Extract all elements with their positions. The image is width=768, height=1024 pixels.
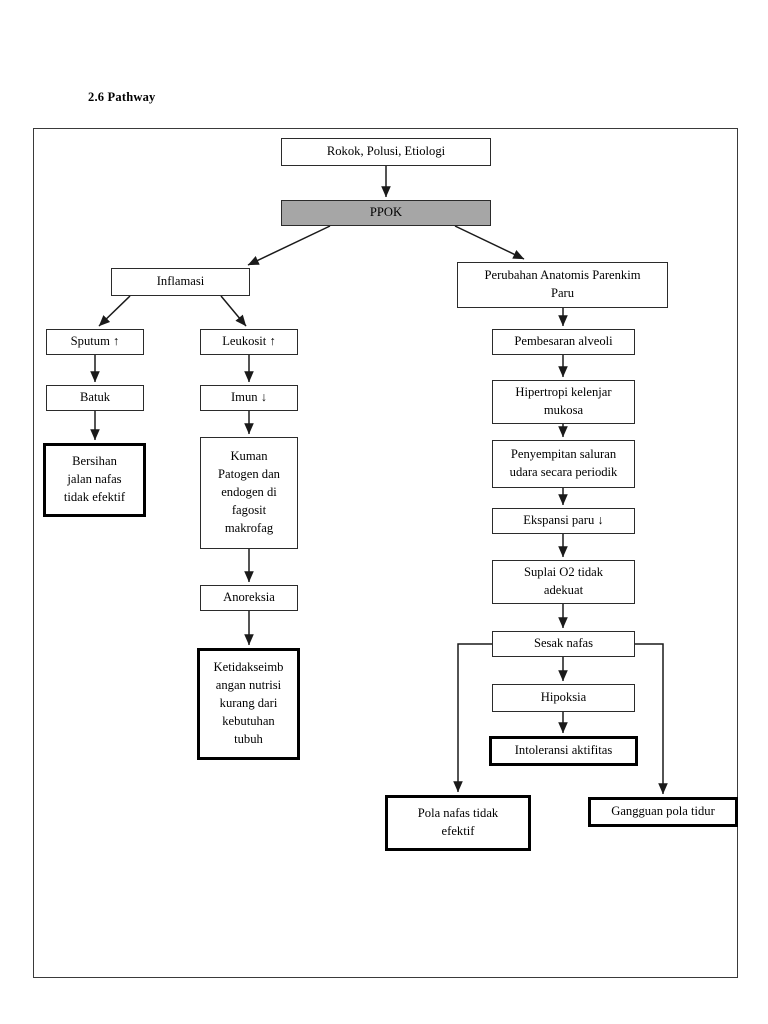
- node-sesak-nafas[interactable]: Sesak nafas: [492, 631, 635, 657]
- node-label: Anoreksia: [223, 590, 275, 605]
- node-label: Kuman Patogen dan endogen di fagosit mak…: [218, 449, 280, 535]
- node-label: Perubahan Anatomis Parenkim Paru: [484, 268, 641, 300]
- node-label: Ketidakseimb angan nutrisi kurang dari k…: [213, 660, 284, 746]
- node-label: PPOK: [369, 205, 403, 220]
- node-ketidakseimbangan-nutrisi[interactable]: Ketidakseimb angan nutrisi kurang dari k…: [197, 648, 300, 760]
- node-inflamasi[interactable]: Inflamasi: [111, 268, 250, 296]
- node-pembesaran-alveoli[interactable]: Pembesaran alveoli: [492, 329, 635, 355]
- node-label: Hipoksia: [540, 690, 587, 705]
- node-intoleransi-aktifitas[interactable]: Intoleransi aktifitas: [489, 736, 638, 766]
- node-hipoksia[interactable]: Hipoksia: [492, 684, 635, 712]
- page-title: 2.6 Pathway: [88, 90, 156, 104]
- node-pola-nafas-tidak-efektif[interactable]: Pola nafas tidak efektif: [385, 795, 531, 851]
- node-label: Inflamasi: [156, 274, 205, 289]
- node-batuk[interactable]: Batuk: [46, 385, 144, 411]
- node-label: Penyempitan saluran udara secara periodi…: [509, 447, 618, 479]
- node-leukosit[interactable]: Leukosit ↑: [200, 329, 298, 355]
- node-label: Suplai O2 tidak adekuat: [523, 565, 604, 597]
- node-label: Leukosit ↑: [222, 334, 276, 349]
- node-gangguan-pola-tidur[interactable]: Gangguan pola tidur: [588, 797, 738, 827]
- node-label: Hipertropi kelenjar mukosa: [515, 385, 612, 417]
- node-label: Ekspansi paru ↓: [523, 513, 604, 528]
- node-label: Pembesaran alveoli: [514, 334, 613, 349]
- node-hipertropi-kelenjar-mukosa[interactable]: Hipertropi kelenjar mukosa: [492, 380, 635, 424]
- node-label: Sputum ↑: [70, 334, 120, 349]
- node-label: Sesak nafas: [533, 636, 594, 651]
- node-label: Rokok, Polusi, Etiologi: [326, 144, 446, 159]
- node-kuman-patogen-fagosit-makrofag[interactable]: Kuman Patogen dan endogen di fagosit mak…: [200, 437, 298, 549]
- node-label: Intoleransi aktifitas: [514, 743, 613, 758]
- node-label: Imun ↓: [230, 390, 268, 405]
- node-perubahan-anatomis-parenkim-paru[interactable]: Perubahan Anatomis Parenkim Paru: [457, 262, 668, 308]
- node-label: Gangguan pola tidur: [611, 804, 715, 819]
- node-ppok[interactable]: PPOK: [281, 200, 491, 226]
- node-rokok-polusi-etiologi[interactable]: Rokok, Polusi, Etiologi: [281, 138, 491, 166]
- node-penyempitan-saluran-udara[interactable]: Penyempitan saluran udara secara periodi…: [492, 440, 635, 488]
- node-sputum[interactable]: Sputum ↑: [46, 329, 144, 355]
- node-imun[interactable]: Imun ↓: [200, 385, 298, 411]
- node-label: Batuk: [79, 390, 111, 405]
- node-bersihan-jalan-nafas-tidak-efektif[interactable]: Bersihan jalan nafas tidak efektif: [43, 443, 146, 517]
- node-label: Pola nafas tidak efektif: [417, 806, 499, 838]
- node-label: Bersihan jalan nafas tidak efektif: [63, 454, 126, 504]
- node-ekspansi-paru[interactable]: Ekspansi paru ↓: [492, 508, 635, 534]
- node-suplai-o2-tidak-adekuat[interactable]: Suplai O2 tidak adekuat: [492, 560, 635, 604]
- node-anoreksia[interactable]: Anoreksia: [200, 585, 298, 611]
